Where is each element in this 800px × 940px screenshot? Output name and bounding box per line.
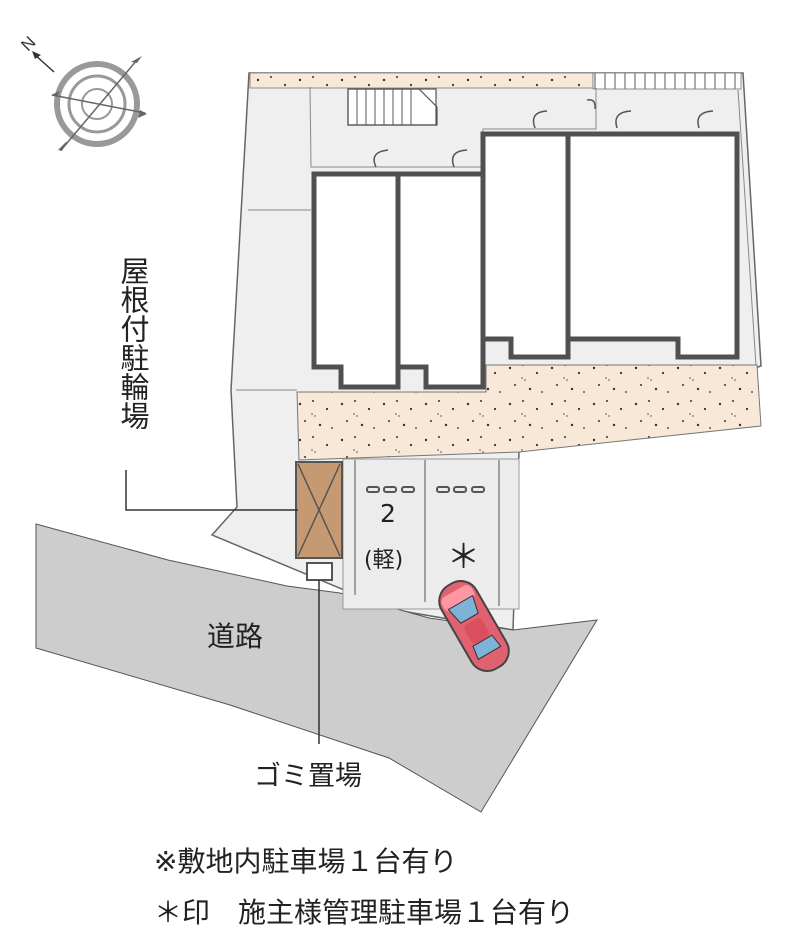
parking-wheel-stops [366,486,485,493]
unit-2 [395,171,486,390]
garbage-area-label: ゴミ置場 [254,761,362,792]
parking-note: ※敷地内駐車場１台有り [154,845,458,878]
bicycle-label-leader-line [125,470,298,511]
parking-space-2-number: 2 [380,499,396,528]
parking-area [342,458,520,610]
front-planting-area [296,364,762,461]
roofed-bicycle-parking-label: 屋根付駐輪場 [116,256,150,430]
north-fence [592,72,742,90]
unit-door-icons [373,98,714,168]
compass-north-label: N [17,33,39,55]
road-label: 道路 [207,620,264,653]
car-icon [438,580,510,672]
apartment-units [311,131,740,390]
parking-space-2-light-vehicle-label: (軽) [364,548,404,573]
stairs [347,88,438,126]
unit-4 [565,131,740,360]
north-planting-strip [249,72,594,89]
unit-1 [311,171,401,390]
compass-icon [32,51,147,151]
owner-managed-parking-note: ＊印 施主様管理駐車場１台有り [154,896,575,929]
road-area [35,523,598,813]
garbage-area-box [306,562,333,581]
unit-3 [480,131,571,360]
owner-managed-parking-marker: ＊ [447,537,480,576]
